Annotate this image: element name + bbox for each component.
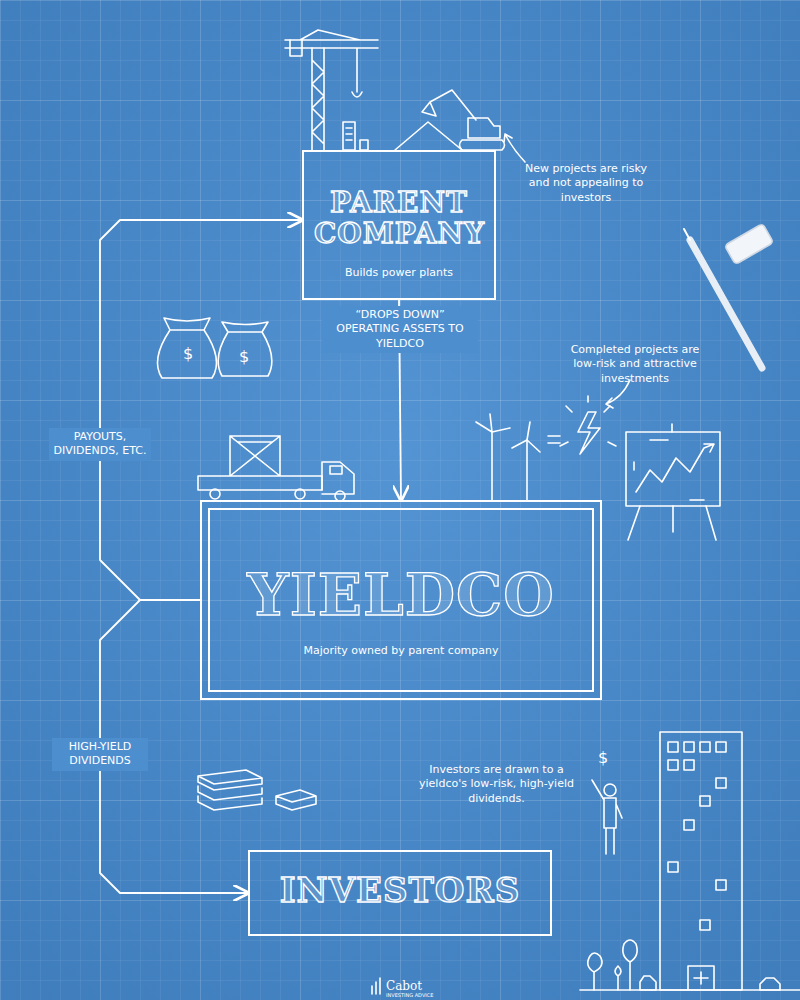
- box-title: YIELDCO: [212, 564, 590, 628]
- dollar-sign: $: [596, 748, 610, 769]
- pen: [690, 240, 762, 368]
- edge-label: “DROPS DOWN” OPERATING ASSETS TO YIELDCO: [322, 306, 478, 353]
- trees-car: [580, 940, 800, 990]
- box-caption: Majority owned by parent company: [212, 644, 590, 658]
- wind-turbines: [476, 396, 616, 500]
- cash-stacks: [198, 770, 316, 810]
- lightning: [578, 412, 600, 454]
- dollar-sign: $: [182, 344, 194, 365]
- watermark: INVESTING ADVICE: [386, 992, 466, 999]
- leader-arrow: [504, 134, 525, 162]
- yieldco-box: YIELDCO Majority owned by parent company: [200, 500, 602, 700]
- dollar-sign: $: [238, 347, 250, 368]
- person: [592, 780, 622, 854]
- edge-label: PAYOUTS, DIVIDENDS, ETC.: [49, 428, 151, 461]
- equals-sign: [548, 436, 560, 443]
- note: New projects are risky and not appealing…: [516, 162, 656, 205]
- excavator: [395, 90, 505, 150]
- edge-label: HIGH-YIELD DIVIDENDS: [52, 738, 148, 771]
- box-title: PARENT COMPANY: [314, 188, 484, 250]
- box-title: INVESTORS: [260, 872, 540, 909]
- money-bags: [158, 318, 272, 378]
- building: [660, 732, 742, 990]
- box-caption: Builds power plants: [314, 266, 484, 280]
- logo-mark: [372, 978, 380, 994]
- easel-chart: [626, 424, 720, 540]
- pen-tip: [684, 229, 690, 240]
- investors-box: INVESTORS: [248, 850, 552, 936]
- crane: [285, 30, 378, 150]
- note: Completed projects are low-risk and attr…: [560, 343, 710, 386]
- truck: [198, 436, 354, 501]
- parent-box: PARENT COMPANY Builds power plants: [302, 150, 496, 300]
- note: Investors are drawn to a yieldco's low-r…: [414, 763, 579, 806]
- eraser: [724, 223, 773, 264]
